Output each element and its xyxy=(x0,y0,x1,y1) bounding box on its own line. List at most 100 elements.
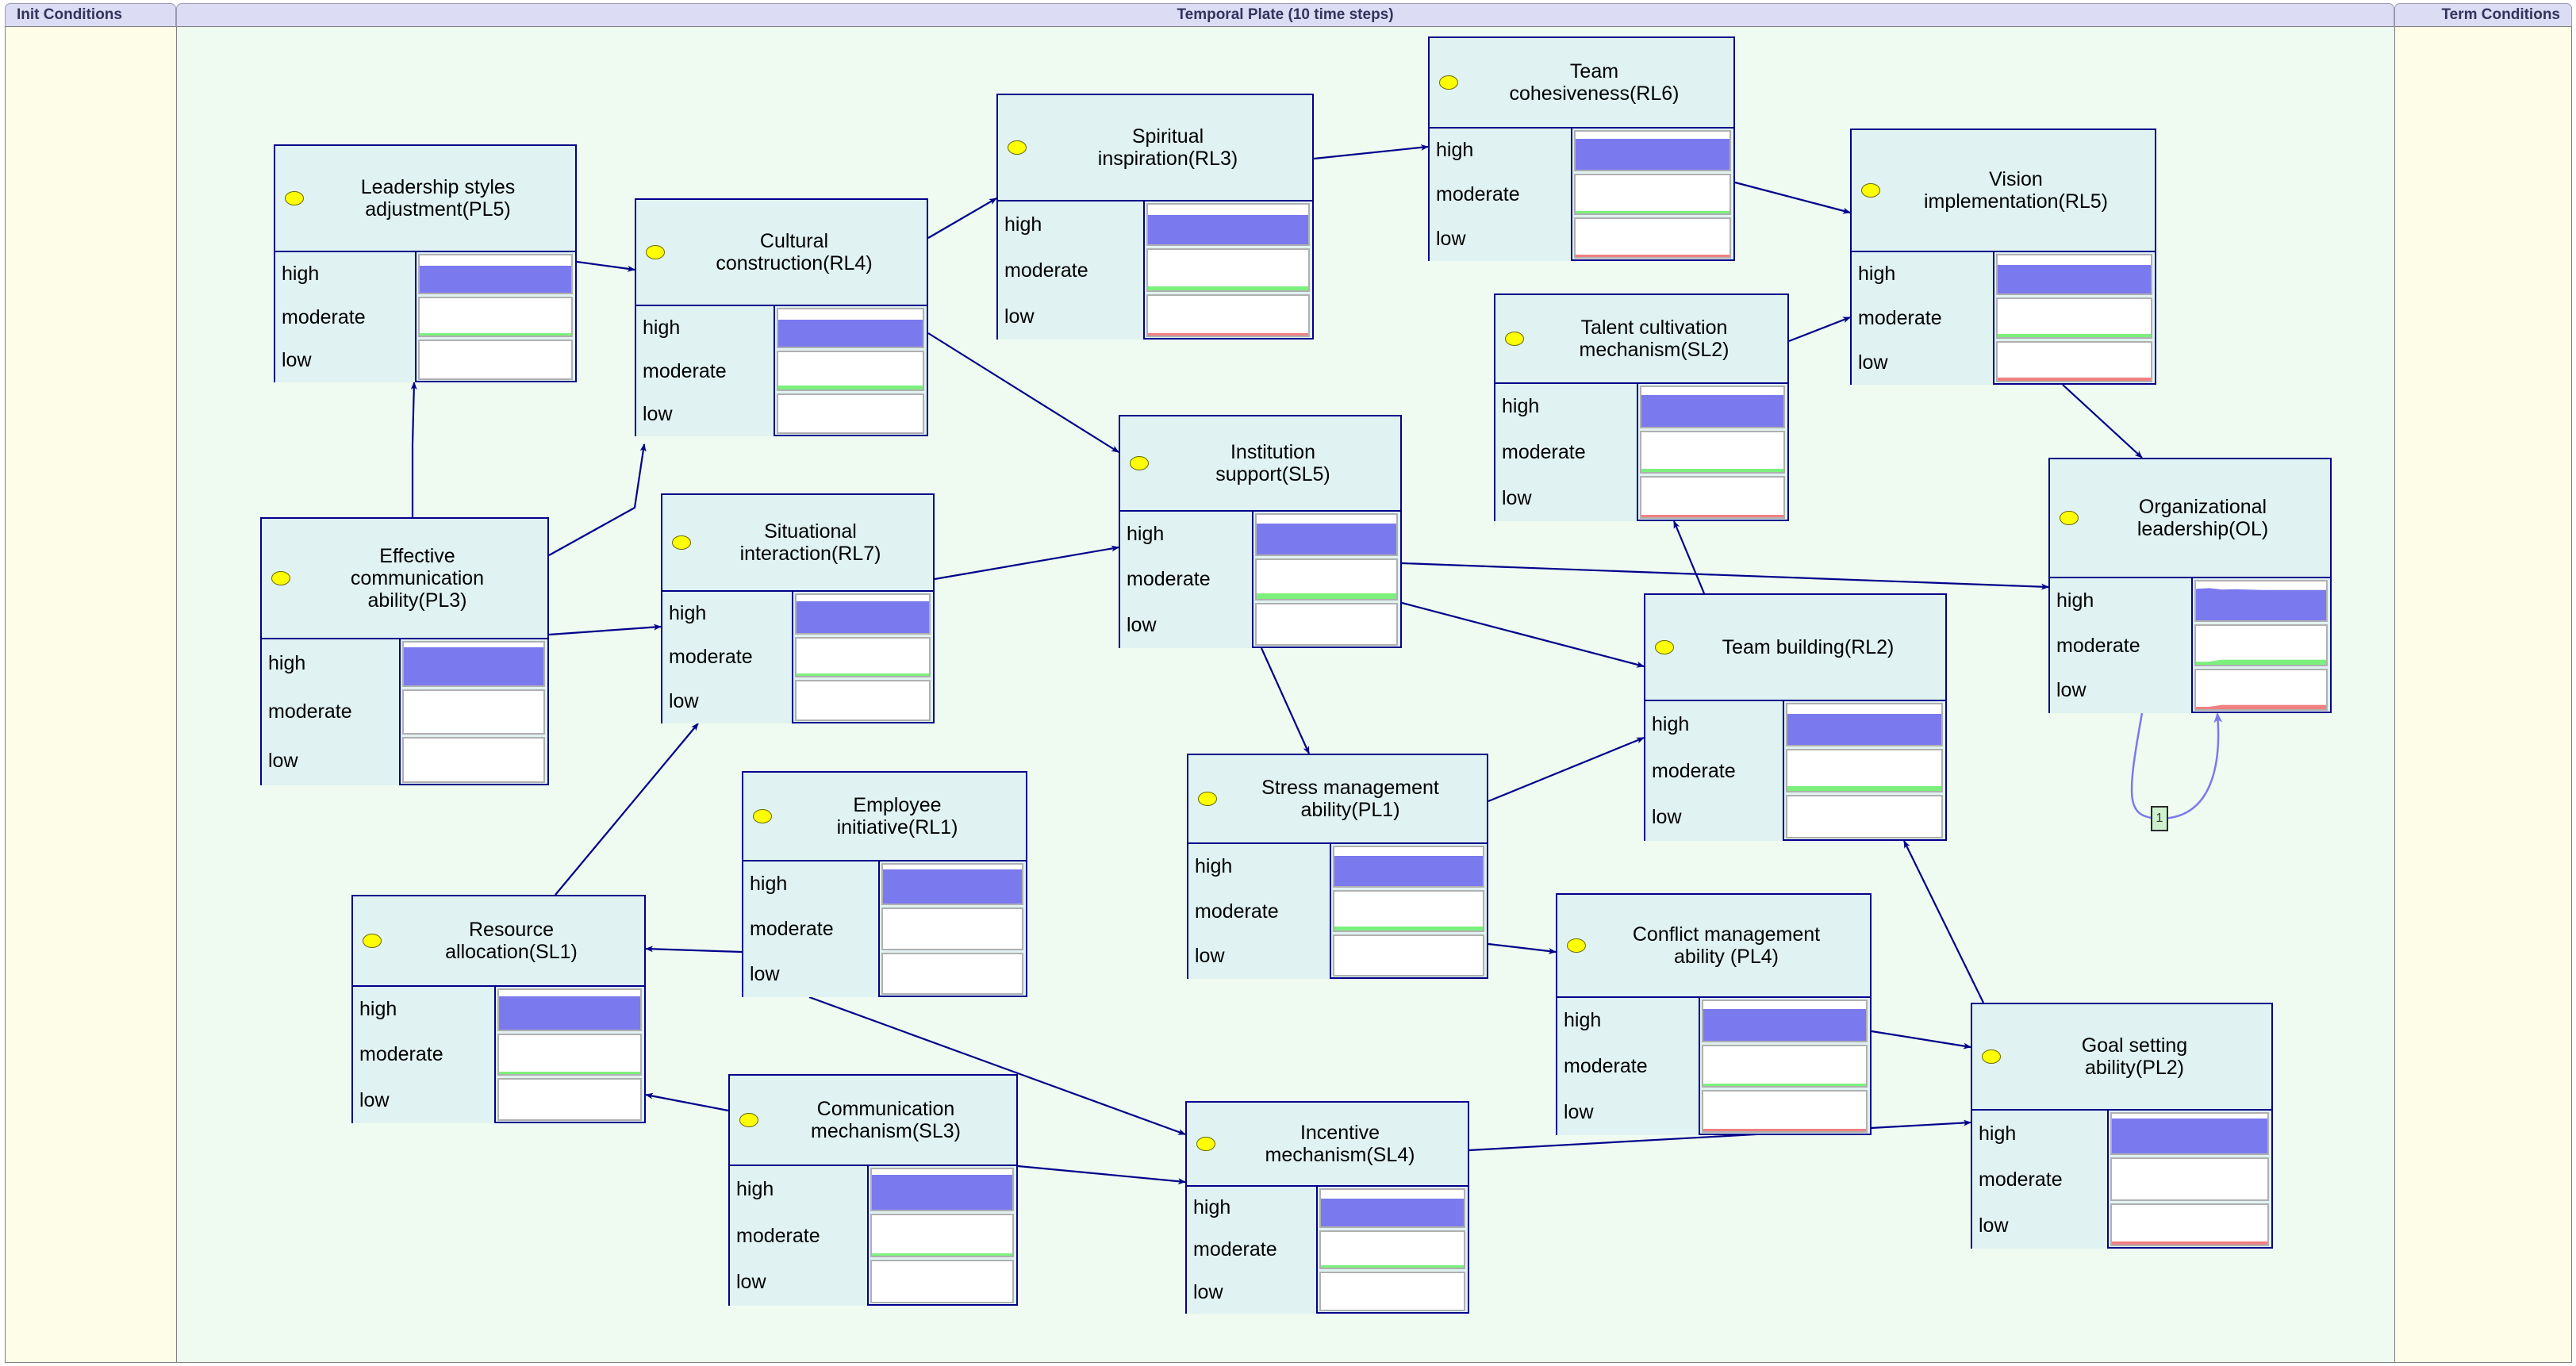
state-bar-high[interactable] xyxy=(1319,1188,1465,1228)
state-bar-high[interactable] xyxy=(1786,703,1943,746)
term-conditions-title: Term Conditions xyxy=(2394,3,2572,27)
state-bar-low[interactable] xyxy=(1786,795,1943,838)
state-bar-low[interactable] xyxy=(402,737,545,784)
node-header-pl1[interactable]: Stress management ability(PL1) xyxy=(1188,755,1487,842)
node-header-rl6[interactable]: Team cohesiveness(RL6) xyxy=(1430,38,1733,127)
state-bar-moderate[interactable] xyxy=(1702,1045,1868,1088)
state-bar-high[interactable] xyxy=(1640,386,1785,428)
state-bar-moderate[interactable] xyxy=(2194,624,2328,666)
state-bar-moderate[interactable] xyxy=(1146,248,1310,292)
term-conditions-pane[interactable] xyxy=(2394,27,2572,1363)
state-bar-low[interactable] xyxy=(1640,476,1785,519)
state-bar-high[interactable] xyxy=(402,641,545,687)
node-pl3[interactable]: Effective communication ability(PL3)high… xyxy=(260,517,549,785)
node-header-rl7[interactable]: Situational interaction(RL7) xyxy=(662,495,933,590)
state-bar-moderate[interactable] xyxy=(1996,297,2152,339)
state-bar-low[interactable] xyxy=(2194,669,2328,711)
state-bar-moderate[interactable] xyxy=(881,907,1023,950)
state-label-low: low xyxy=(359,1088,390,1111)
state-bar-moderate[interactable] xyxy=(2110,1157,2269,1201)
state-bar-moderate[interactable] xyxy=(1255,558,1398,601)
state-bar-high[interactable] xyxy=(881,863,1023,906)
state-bar-moderate[interactable] xyxy=(1333,890,1484,932)
node-header-sl4[interactable]: Incentive mechanism(SL4) xyxy=(1187,1103,1468,1185)
state-bar-low[interactable] xyxy=(497,1078,642,1122)
state-bar-low[interactable] xyxy=(418,340,573,380)
state-bar-moderate[interactable] xyxy=(402,689,545,735)
state-bar-moderate[interactable] xyxy=(1640,431,1785,474)
node-header-rl4[interactable]: Cultural construction(RL4) xyxy=(636,200,927,305)
state-bar-low[interactable] xyxy=(1255,603,1398,647)
state-bar-high[interactable] xyxy=(1574,130,1731,171)
state-bar-low[interactable] xyxy=(1333,934,1484,977)
state-bar-high[interactable] xyxy=(1996,254,2152,295)
node-header-pl5[interactable]: Leadership styles adjustment(PL5) xyxy=(275,146,575,251)
state-bar-low[interactable] xyxy=(1996,341,2152,382)
node-header-pl3[interactable]: Effective communication ability(PL3) xyxy=(262,519,547,638)
state-bar-high[interactable] xyxy=(1146,203,1310,247)
node-header-rl1[interactable]: Employee initiative(RL1) xyxy=(743,773,1026,860)
state-bar-low[interactable] xyxy=(881,952,1023,995)
state-bar-low[interactable] xyxy=(777,393,924,434)
state-chart-column xyxy=(880,861,1026,997)
state-bar-fill xyxy=(883,869,1022,904)
state-bar-high[interactable] xyxy=(2110,1112,2269,1156)
node-header-pl2[interactable]: Goal setting ability(PL2) xyxy=(1972,1004,2271,1109)
node-header-ol[interactable]: Organizational leadership(OL) xyxy=(2050,459,2330,577)
state-chart-column xyxy=(793,592,933,723)
state-bar-high[interactable] xyxy=(418,254,573,294)
state-bar-low[interactable] xyxy=(2110,1203,2269,1246)
state-bar-high[interactable] xyxy=(795,593,931,635)
state-bar-moderate[interactable] xyxy=(795,636,931,678)
node-header-pl4[interactable]: Conflict management ability (PL4) xyxy=(1557,895,1870,996)
state-bar-moderate[interactable] xyxy=(497,1033,642,1076)
state-bar-low[interactable] xyxy=(1574,217,1731,259)
state-bar-high[interactable] xyxy=(1255,513,1398,556)
state-bar-low[interactable] xyxy=(1146,294,1310,337)
node-header-sl1[interactable]: Resource allocation(SL1) xyxy=(353,896,644,985)
node-header-rl2[interactable]: Team building(RL2) xyxy=(1645,595,1945,700)
state-bar-high[interactable] xyxy=(1333,846,1484,888)
node-header-sl5[interactable]: Institution support(SL5) xyxy=(1120,416,1400,510)
state-bar-low[interactable] xyxy=(1702,1090,1868,1133)
node-header-sl2[interactable]: Talent cultivation mechanism(SL2) xyxy=(1495,295,1787,382)
state-bar-low[interactable] xyxy=(1319,1272,1465,1312)
state-bar-high[interactable] xyxy=(1702,1000,1868,1042)
state-bar-moderate[interactable] xyxy=(418,297,573,337)
state-bar-high[interactable] xyxy=(497,988,642,1031)
state-bar-moderate[interactable] xyxy=(1574,174,1731,215)
state-bar-moderate[interactable] xyxy=(870,1214,1014,1257)
node-header-sl3[interactable]: Communication mechanism(SL3) xyxy=(730,1076,1016,1165)
state-bar-high[interactable] xyxy=(2194,580,2328,622)
node-header-rl5[interactable]: Vision implementation(RL5) xyxy=(1852,130,2155,251)
state-bar-moderate[interactable] xyxy=(1319,1230,1465,1270)
self-loop-count-badge[interactable]: 1 xyxy=(2151,806,2168,831)
state-bar-high[interactable] xyxy=(777,308,924,348)
state-label-high: high xyxy=(1193,1196,1231,1219)
state-bar-moderate[interactable] xyxy=(777,351,924,391)
state-bar-low[interactable] xyxy=(795,680,931,722)
state-bar-low[interactable] xyxy=(870,1260,1014,1303)
state-bar-high[interactable] xyxy=(870,1168,1014,1211)
state-bar-moderate[interactable] xyxy=(1786,749,1943,792)
node-header-rl3[interactable]: Spiritual inspiration(RL3) xyxy=(998,95,1312,200)
init-conditions-pane[interactable] xyxy=(5,27,177,1363)
